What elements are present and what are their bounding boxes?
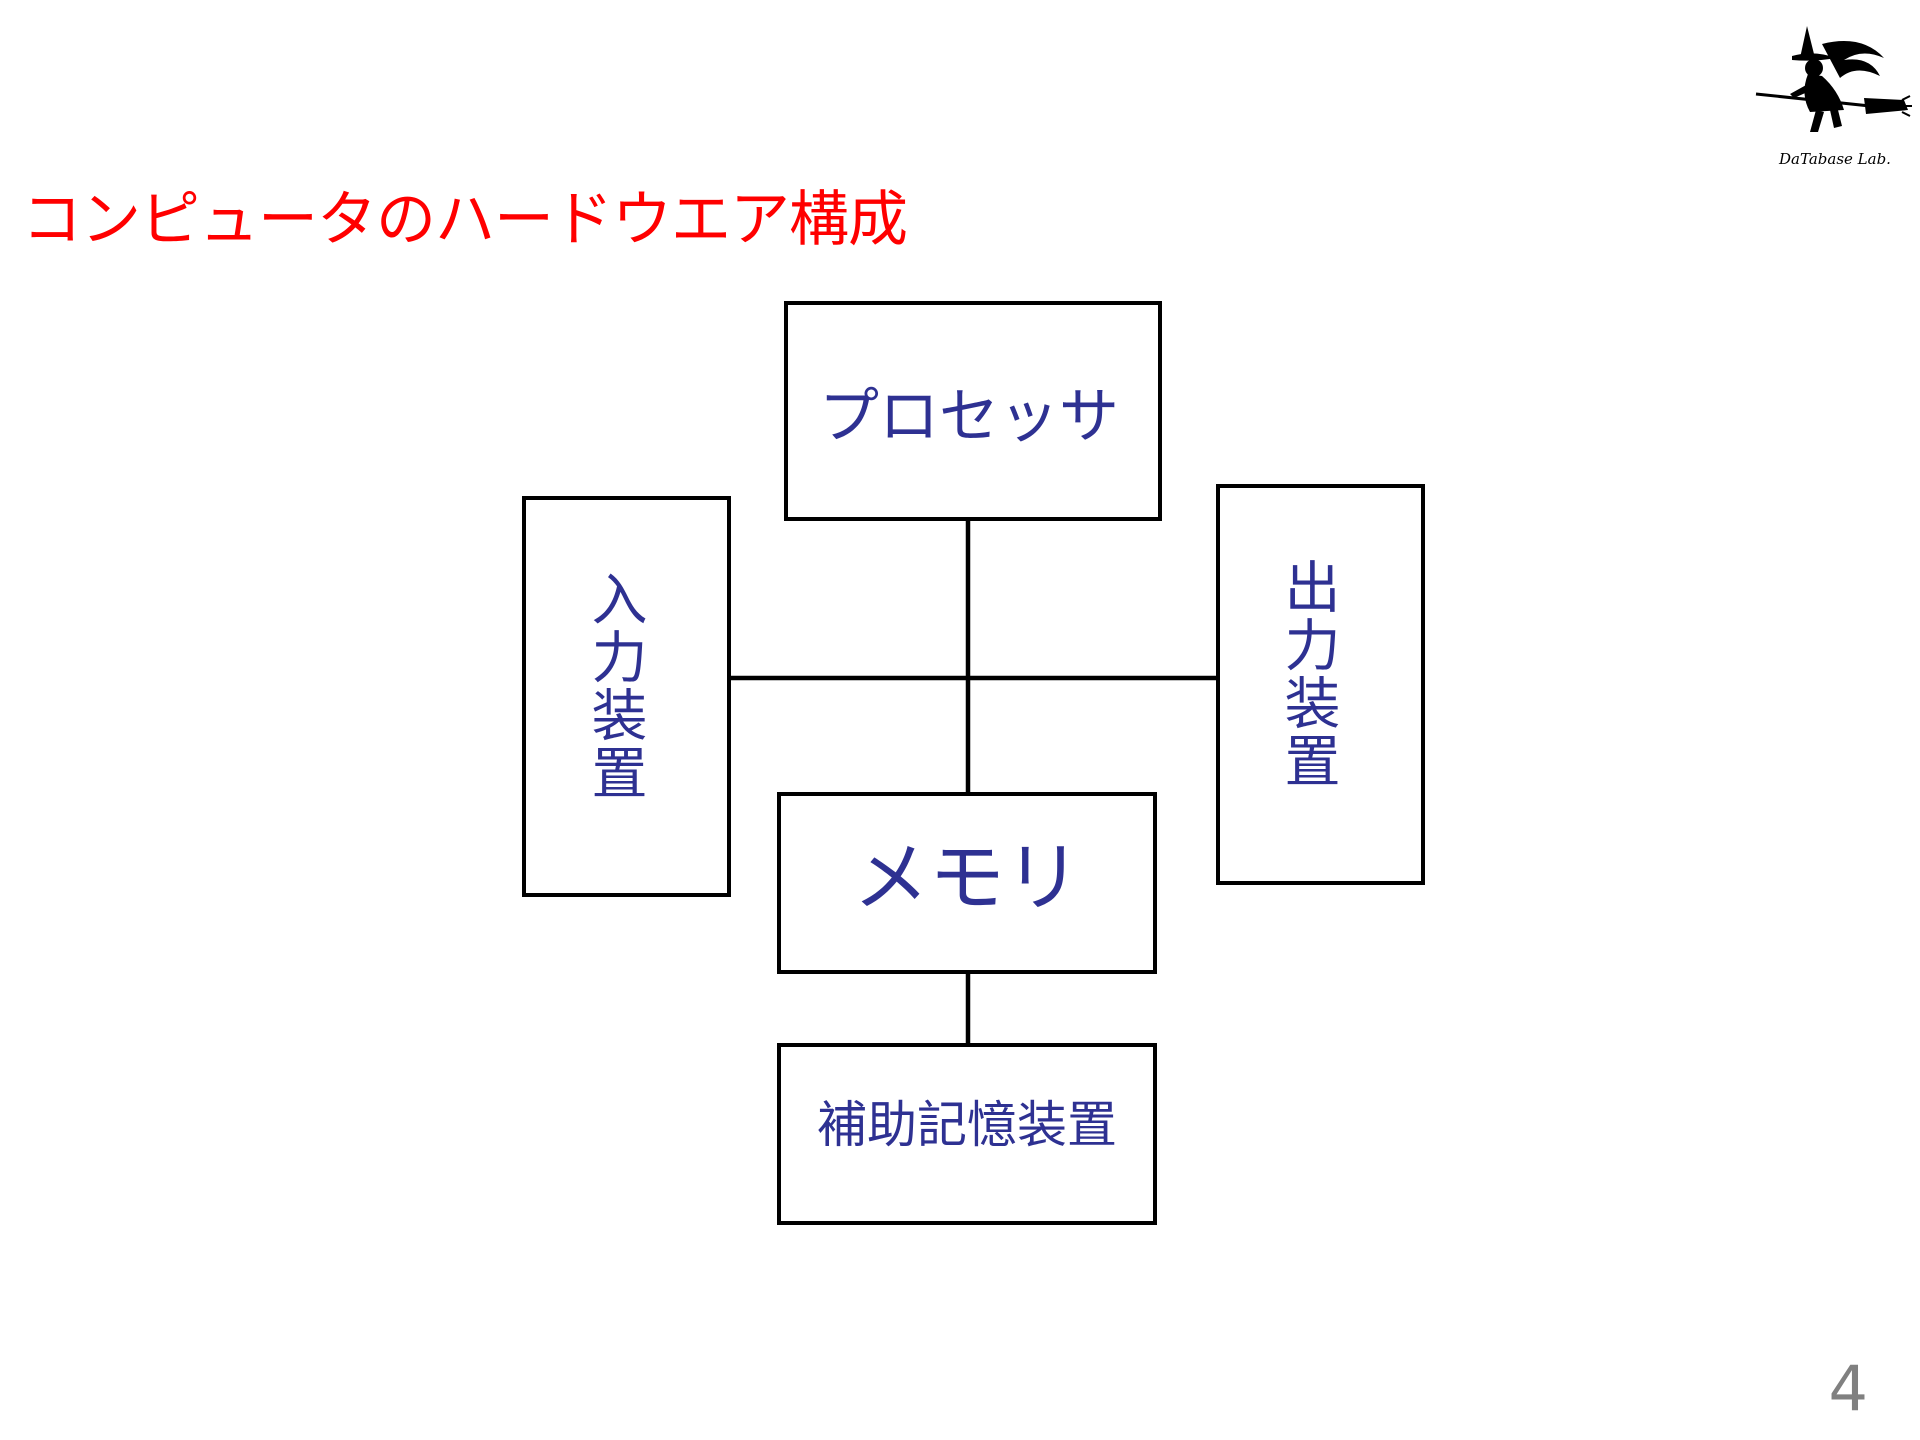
logo-caption: DaTabase Lab. xyxy=(1779,150,1891,168)
output-device-label: 出力装置 xyxy=(1275,557,1340,790)
auxiliary-storage-box: 補助記憶装置 xyxy=(777,1043,1157,1225)
witch-on-broom-icon xyxy=(1755,26,1912,132)
processor-box: プロセッサ xyxy=(784,301,1162,521)
page-number: 4 xyxy=(1828,1352,1868,1425)
output-device-box: 出力装置 xyxy=(1216,484,1425,885)
auxiliary-storage-label: 補助記憶装置 xyxy=(817,1096,1117,1154)
slide-title: コンピュータのハードウエア構成 xyxy=(22,185,908,255)
memory-box: メモリ xyxy=(777,792,1157,974)
memory-label: メモリ xyxy=(853,833,1081,922)
processor-label: プロセッサ xyxy=(819,381,1119,452)
input-device-label: 入力装置 xyxy=(582,569,647,802)
input-device-box: 入力装置 xyxy=(522,496,731,897)
